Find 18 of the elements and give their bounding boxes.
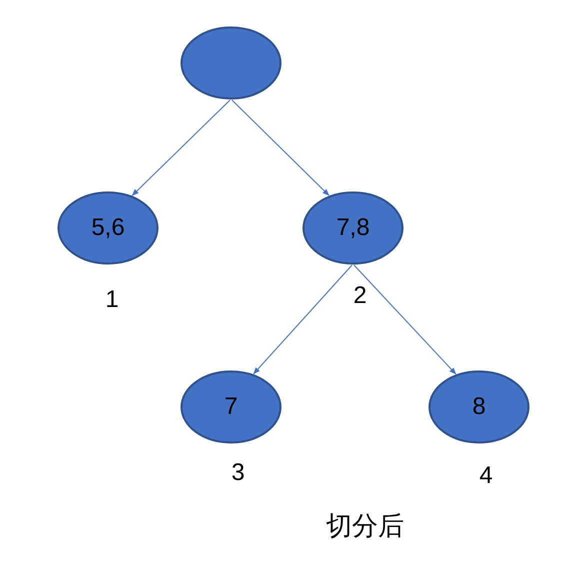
node-number: 1	[105, 286, 119, 314]
caption: 切分后	[326, 510, 404, 544]
node-label: 7	[224, 393, 238, 421]
ellipse-node	[428, 370, 530, 444]
node-number: 2	[353, 282, 367, 310]
arrow	[353, 264, 456, 375]
ellipse-node	[180, 370, 282, 444]
node-label: 5,6	[91, 214, 125, 242]
node-number: 3	[231, 459, 245, 487]
arrow	[132, 100, 231, 196]
node-label: 8	[472, 393, 486, 421]
arrow	[253, 264, 353, 374]
node-label: 7,8	[336, 214, 370, 242]
ellipse-node	[180, 26, 282, 100]
arrow	[231, 100, 330, 196]
ellipse-node	[57, 191, 159, 265]
ellipse-node	[302, 191, 404, 265]
node-number: 4	[479, 462, 493, 490]
